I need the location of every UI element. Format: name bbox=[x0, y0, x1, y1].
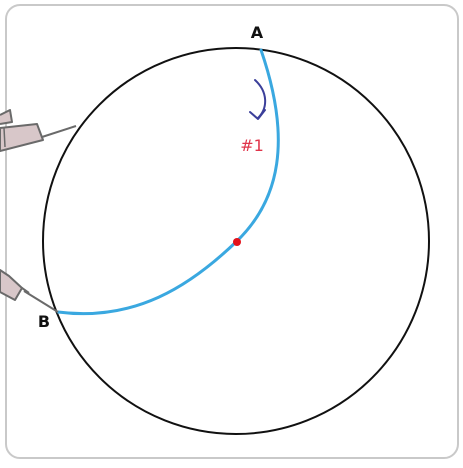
tool-lower-line bbox=[23, 290, 59, 313]
step-label: #1 bbox=[240, 136, 264, 155]
center-dot bbox=[233, 238, 241, 246]
pen-tool-icon bbox=[0, 269, 30, 301]
point-a-label: A bbox=[251, 23, 264, 42]
tool-upper-line bbox=[41, 125, 77, 138]
curved-down-arrow-icon bbox=[249, 79, 267, 120]
syringe-tool-icon bbox=[0, 109, 44, 152]
panel-border bbox=[5, 4, 459, 459]
main-circle bbox=[42, 47, 430, 435]
point-b-label: B bbox=[38, 312, 50, 331]
